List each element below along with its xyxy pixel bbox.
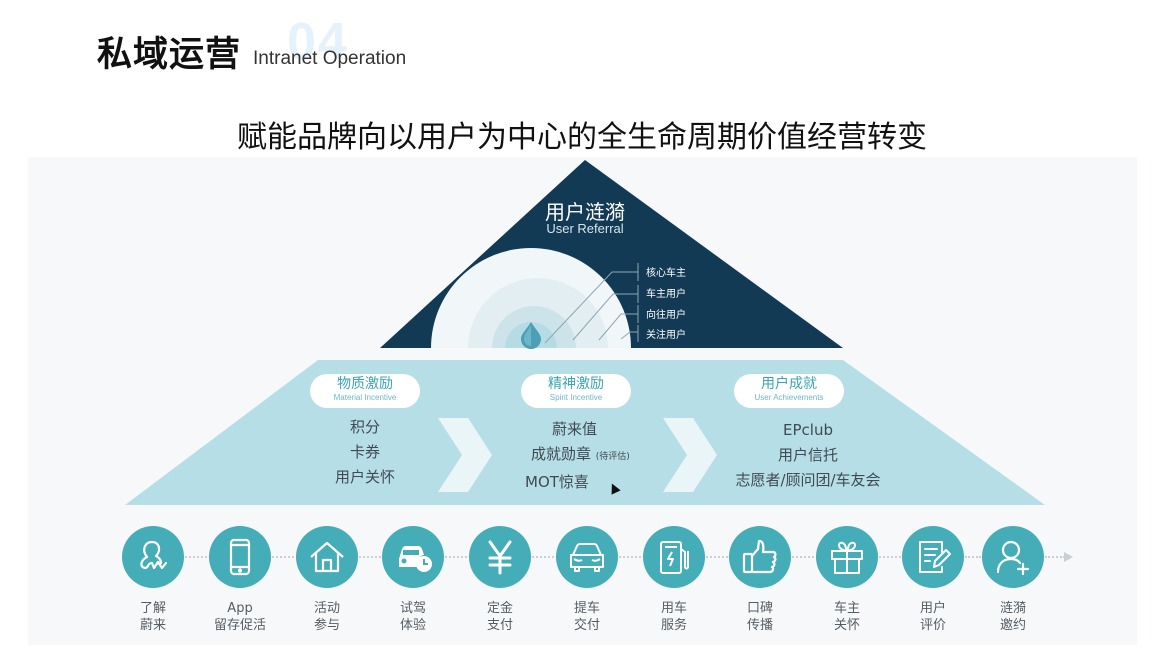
section-number: 04	[287, 13, 349, 71]
journey-step-word-of-mouth: 口碑传播	[720, 526, 800, 634]
ring-label-core-owners: 核心车主	[646, 268, 686, 279]
person-signature-icon	[122, 526, 184, 588]
list-item: 积分	[349, 418, 380, 436]
thumbs-up-icon	[729, 526, 791, 588]
journey-step-user-review: 用户评价	[893, 526, 973, 634]
pill-material-incentive: 物质激励 Material Incentive	[310, 374, 420, 408]
apex-title: 用户涟漪	[545, 200, 625, 224]
slide-title-english: Intranet Operation	[253, 48, 407, 69]
journey-step-delivery: 提车交付	[547, 526, 627, 634]
ring-label-follower-users: 关注用户	[646, 330, 686, 341]
journey-step-learn: 了解蔚来	[113, 526, 193, 634]
car-front-icon	[556, 526, 618, 588]
list-item: 志愿者/顾问团/车友会	[735, 471, 881, 489]
list-item: 卡券	[349, 443, 380, 461]
car-clock-icon	[382, 526, 444, 588]
journey-step-owner-care: 车主关怀	[807, 526, 887, 634]
house-icon	[296, 526, 358, 588]
pill-user-achievements: 用户成就 User Achievements	[734, 374, 844, 408]
yen-icon	[469, 526, 531, 588]
ring-label-aspiring-users: 向往用户	[646, 310, 686, 321]
note-pencil-icon	[902, 526, 964, 588]
slide-title: 私域运营	[97, 35, 242, 75]
list-item: 蔚来值	[552, 420, 598, 438]
connector-dots	[965, 556, 981, 558]
ring-leader-lines	[544, 263, 639, 344]
connector-dots	[879, 556, 901, 558]
connector-dots	[792, 556, 814, 558]
list-item: EPclub	[783, 421, 833, 439]
user-achievements-list: EPclub 用户信托 志愿者/顾问团/车友会	[708, 418, 908, 493]
connector-dots	[619, 556, 641, 558]
connector-dots	[445, 556, 467, 558]
connector-dots	[185, 556, 207, 558]
charging-station-icon	[643, 526, 705, 588]
journey-step-car-service: 用车服务	[634, 526, 714, 634]
arrow-right-icon	[1064, 552, 1073, 562]
journey-step-events: 活动参与	[287, 526, 367, 634]
connector-dots	[1045, 556, 1065, 558]
connector-dots	[706, 556, 728, 558]
connector-dots	[359, 556, 381, 558]
spirit-incentive-list: 蔚来值 成就勋章 (待评估) MOT惊喜	[525, 417, 665, 495]
journey-step-deposit: 定金支付	[460, 526, 540, 634]
journey-step-test-drive: 试驾体验	[373, 526, 453, 634]
chevron-arrow-icon	[438, 418, 492, 492]
journey-step-referral-invite: 涟漪邀约	[973, 526, 1053, 634]
item-note: (待评估)	[595, 452, 630, 462]
pill-spirit-incentive: 精神激励 Spirit Incentive	[521, 374, 631, 408]
connector-dots	[532, 556, 554, 558]
list-item: 用户信托	[777, 446, 838, 464]
list-item: 用户关怀	[334, 468, 395, 486]
list-item: MOT惊喜	[525, 473, 589, 491]
gift-icon	[816, 526, 878, 588]
smartphone-icon	[209, 526, 271, 588]
list-item: 成就勋章 (待评估)	[531, 445, 630, 463]
chevron-arrow-icon	[663, 418, 717, 492]
apex-subtitle: User Referral	[546, 221, 624, 236]
slide-subtitle: 赋能品牌向以用户为中心的全生命周期价值经营转变	[237, 120, 927, 155]
droplet-icon	[521, 322, 541, 349]
connector-dots	[272, 556, 294, 558]
add-user-icon	[982, 526, 1044, 588]
ring-label-owners: 车主用户	[646, 289, 686, 300]
material-incentive-list: 积分 卡券 用户关怀	[305, 415, 425, 490]
